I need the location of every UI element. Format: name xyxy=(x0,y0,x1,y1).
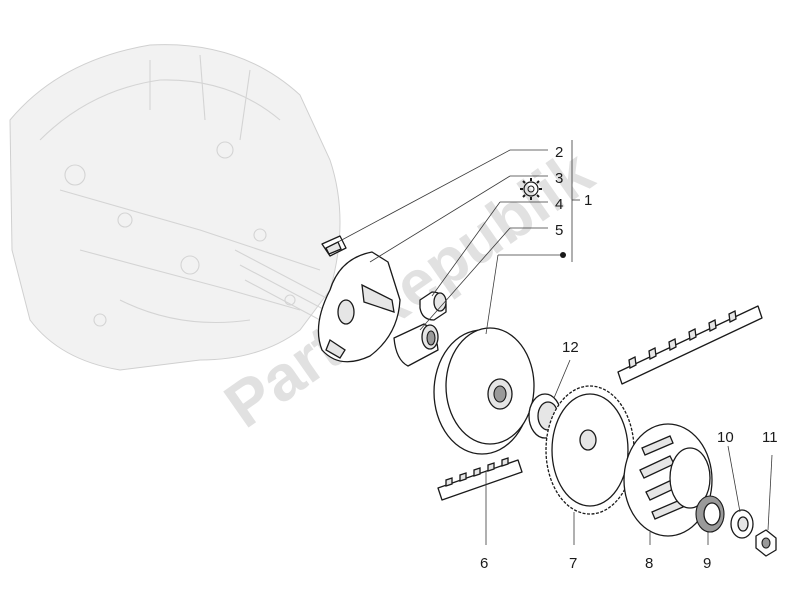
part-variator-pulley xyxy=(433,327,535,455)
part-3-ramp-plate xyxy=(317,251,401,363)
part-7-gear xyxy=(545,385,635,515)
callout-3: 3 xyxy=(555,170,563,187)
callout-11: 11 xyxy=(762,429,778,446)
part-6-belt xyxy=(437,457,523,501)
gear-icon xyxy=(520,178,542,200)
leader-lines xyxy=(337,140,773,545)
part-9-hub xyxy=(695,495,725,533)
dot-icon xyxy=(560,252,566,258)
callout-10: 10 xyxy=(717,429,734,446)
part-5-bushing xyxy=(393,323,439,367)
part-11-nut xyxy=(755,529,777,557)
callout-5: 5 xyxy=(555,222,563,239)
callout-9: 9 xyxy=(703,555,711,572)
callout-4: 4 xyxy=(555,196,563,213)
belt-segment-upper xyxy=(617,305,763,385)
callout-labels: 2 3 4 5 1 12 6 7 8 9 10 11 xyxy=(480,144,778,572)
callout-12: 12 xyxy=(562,339,579,356)
callout-1: 1 xyxy=(584,192,592,209)
part-10-washer xyxy=(730,509,754,539)
callout-6: 6 xyxy=(480,555,488,572)
part-8-fan xyxy=(623,423,713,537)
part-4-roller xyxy=(419,291,447,321)
callout-8: 8 xyxy=(645,555,653,572)
engine-case-ghost xyxy=(9,44,341,371)
callout-2: 2 xyxy=(555,144,563,161)
callout-7: 7 xyxy=(569,555,577,572)
